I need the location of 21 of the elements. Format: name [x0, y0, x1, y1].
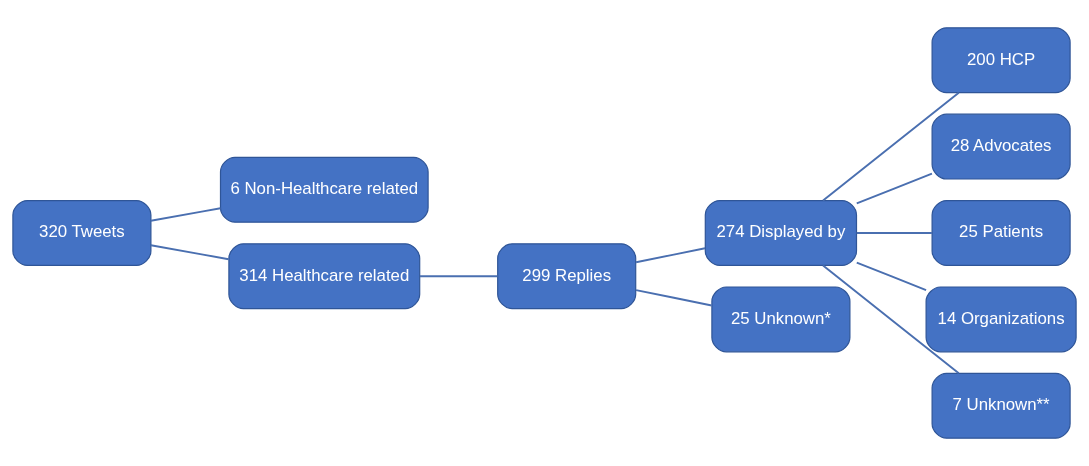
node-box: 320 Tweets [12, 200, 152, 266]
node-box: 299 Replies [497, 243, 637, 310]
node-box: 25 Patients [931, 200, 1071, 266]
connector [855, 261, 928, 292]
node-box: 7 Unknown** [931, 372, 1071, 439]
connector [635, 289, 713, 307]
connector [149, 207, 222, 222]
connector [822, 264, 960, 375]
node-box: 28 Advocates [931, 113, 1071, 180]
node-box: 25 Unknown* [711, 286, 851, 353]
connector [822, 91, 960, 202]
connector [855, 172, 933, 205]
node-box: 314 Healthcare related [228, 243, 421, 310]
node-box: 200 HCP [931, 27, 1071, 94]
node-box: 274 Displayed by [704, 200, 858, 266]
node-box: 14 Organizations [925, 286, 1077, 353]
node-box: 6 Non-Healthcare related [219, 156, 429, 223]
connector [149, 244, 230, 261]
connector [635, 247, 706, 264]
connector [855, 232, 933, 234]
connector [419, 275, 499, 278]
